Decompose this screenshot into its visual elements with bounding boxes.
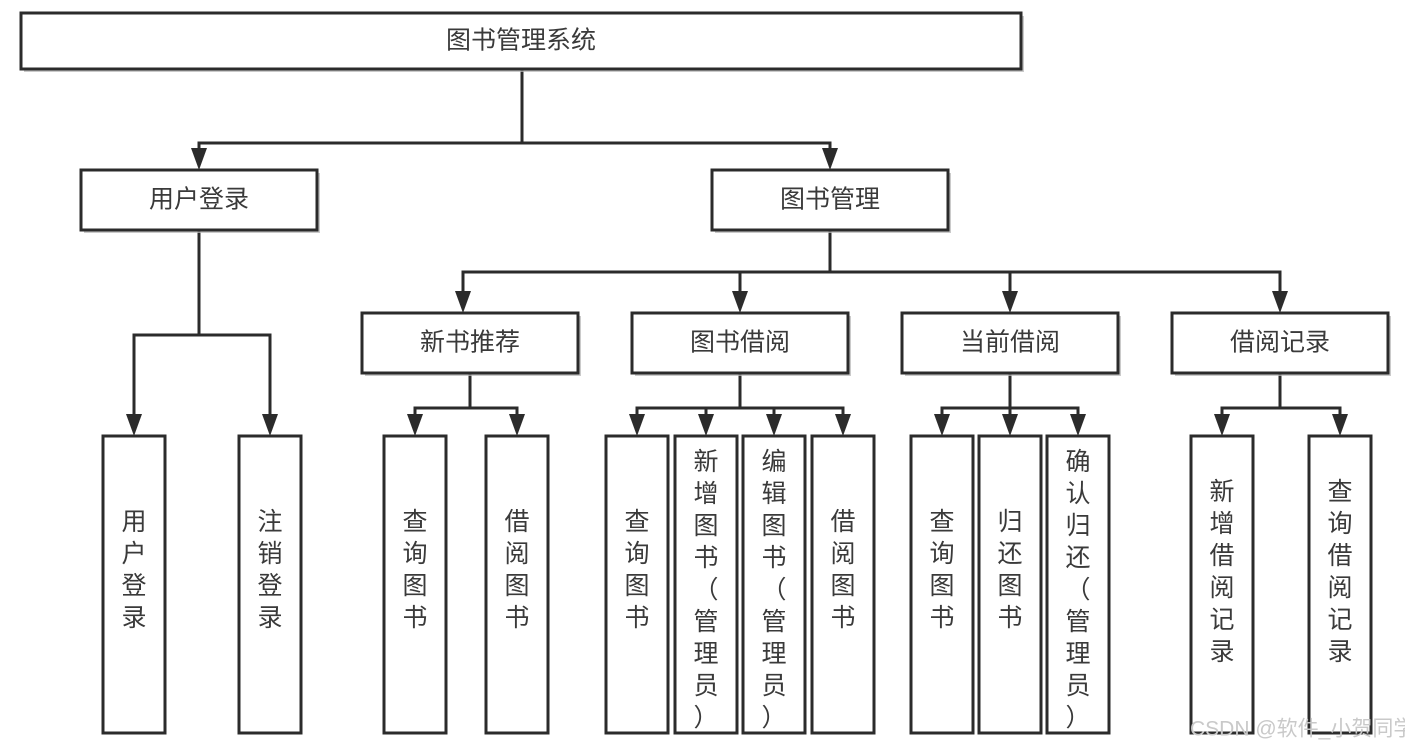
arrow-to-borrow-record <box>1272 291 1288 313</box>
arrow-to-user-login <box>191 148 207 170</box>
leaf-borrow-book-1-box[interactable] <box>484 434 550 735</box>
leaf-add-book[interactable]: 新增图书（管理员） <box>673 434 739 735</box>
leaf-query-book-3-box[interactable] <box>909 434 975 735</box>
arrow-to-leaf-confirm-return <box>1070 414 1086 436</box>
arrow-to-leaf-borrow-book-1 <box>509 414 525 436</box>
leaf-borrow-book-2-label: 借阅图书 <box>830 508 855 632</box>
current-borrow-label: 当前借阅 <box>960 329 1060 357</box>
book-manage-label: 图书管理 <box>780 186 880 214</box>
leaf-confirm-return-label: 确认归还（管理员） <box>1065 448 1090 732</box>
leaf-query-book-2-label: 查询图书 <box>624 508 649 632</box>
node-root[interactable]: 图书管理系统 <box>19 11 1024 72</box>
arrow-to-leaf-query-record <box>1332 414 1348 436</box>
arrow-to-leaf-query-book-2 <box>629 414 645 436</box>
book-borrow-box[interactable] <box>630 311 850 375</box>
user-login-box[interactable] <box>79 168 319 232</box>
book-borrow-label: 图书借阅 <box>690 329 790 357</box>
leaf-return-book-box[interactable] <box>977 434 1043 735</box>
node-book-manage[interactable]: 图书管理 <box>710 168 951 233</box>
borrow-record-label: 借阅记录 <box>1230 329 1330 357</box>
leaf-borrow-book-1[interactable]: 借阅图书 <box>484 434 550 735</box>
leaf-query-book-2[interactable]: 查询图书 <box>604 434 670 735</box>
root-label: 图书管理系统 <box>446 27 596 55</box>
arrow-to-leaf-borrow-book-2 <box>835 414 851 436</box>
leaf-query-book-3-label: 查询图书 <box>929 508 954 632</box>
leaf-query-record-label: 查询借阅记录 <box>1327 478 1352 666</box>
leaf-confirm-return-box[interactable] <box>1045 434 1111 735</box>
leaf-add-book-box[interactable] <box>673 434 739 735</box>
leaf-query-book-1-box[interactable] <box>382 434 448 735</box>
leaf-borrow-book-1-label: 借阅图书 <box>504 508 529 632</box>
leaf-user-login[interactable]: 用户登录 <box>101 434 167 735</box>
leaf-logout-box[interactable] <box>237 434 303 735</box>
leaf-query-book-2-box[interactable] <box>604 434 670 735</box>
leaf-query-book-1[interactable]: 查询图书 <box>382 434 448 735</box>
node-borrow-record[interactable]: 借阅记录 <box>1170 311 1391 376</box>
leaf-add-record[interactable]: 新增借阅记录 <box>1189 434 1255 735</box>
leaf-edit-book[interactable]: 编辑图书（管理员） <box>741 434 807 735</box>
leaf-return-book[interactable]: 归还图书 <box>977 434 1043 735</box>
arrow-to-leaf-query-book-1 <box>407 414 423 436</box>
leaf-query-record-box[interactable] <box>1307 434 1373 735</box>
arrow-to-leaf-edit-book <box>766 414 782 436</box>
leaf-query-record[interactable]: 查询借阅记录 <box>1307 434 1373 735</box>
watermark-label: CSDN @软件_小贺同学 <box>1190 718 1405 741</box>
leaf-user-login-box[interactable] <box>101 434 167 735</box>
arrow-to-leaf-query-book-3 <box>934 414 950 436</box>
arrow-to-leaf-add-book <box>698 414 714 436</box>
leaf-edit-book-box[interactable] <box>741 434 807 735</box>
root-box[interactable] <box>19 11 1023 71</box>
leaf-logout[interactable]: 注销登录 <box>237 434 303 735</box>
arrow-to-new-book-rec <box>455 291 471 313</box>
leaf-query-book-3[interactable]: 查询图书 <box>909 434 975 735</box>
edge-layer <box>126 68 1348 436</box>
leaf-user-login-label: 用户登录 <box>121 508 146 632</box>
arrow-to-leaf-user-login <box>126 414 142 436</box>
borrow-record-box[interactable] <box>1170 311 1390 375</box>
leaf-edit-book-label: 编辑图书（管理员） <box>761 448 786 732</box>
leaf-borrow-book-2[interactable]: 借阅图书 <box>810 434 876 735</box>
book-manage-box[interactable] <box>710 168 950 232</box>
arrow-to-book-borrow <box>732 291 748 313</box>
leaf-confirm-return[interactable]: 确认归还（管理员） <box>1045 434 1111 735</box>
arrow-to-book-manage <box>822 148 838 170</box>
leaf-borrow-book-2-box[interactable] <box>810 434 876 735</box>
new-book-rec-label: 新书推荐 <box>420 329 520 357</box>
leaf-logout-label: 注销登录 <box>257 508 282 632</box>
arrow-to-leaf-add-record <box>1214 414 1230 436</box>
leaf-add-book-label: 新增图书（管理员） <box>693 448 718 732</box>
node-user-login[interactable]: 用户登录 <box>79 168 320 233</box>
user-login-label: 用户登录 <box>149 186 249 214</box>
node-new-book-rec[interactable]: 新书推荐 <box>360 311 581 376</box>
arrow-to-leaf-logout <box>262 414 278 436</box>
new-book-rec-box[interactable] <box>360 311 580 375</box>
leaf-add-record-box[interactable] <box>1189 434 1255 735</box>
leaf-add-record-label: 新增借阅记录 <box>1209 478 1234 666</box>
arrow-to-leaf-return-book <box>1002 414 1018 436</box>
leaf-return-book-label: 归还图书 <box>997 508 1022 632</box>
leaf-query-book-1-label: 查询图书 <box>402 508 427 632</box>
node-current-borrow[interactable]: 当前借阅 <box>900 311 1121 376</box>
arrow-to-current-borrow <box>1002 291 1018 313</box>
current-borrow-box[interactable] <box>900 311 1120 375</box>
node-book-borrow[interactable]: 图书借阅 <box>630 311 851 376</box>
